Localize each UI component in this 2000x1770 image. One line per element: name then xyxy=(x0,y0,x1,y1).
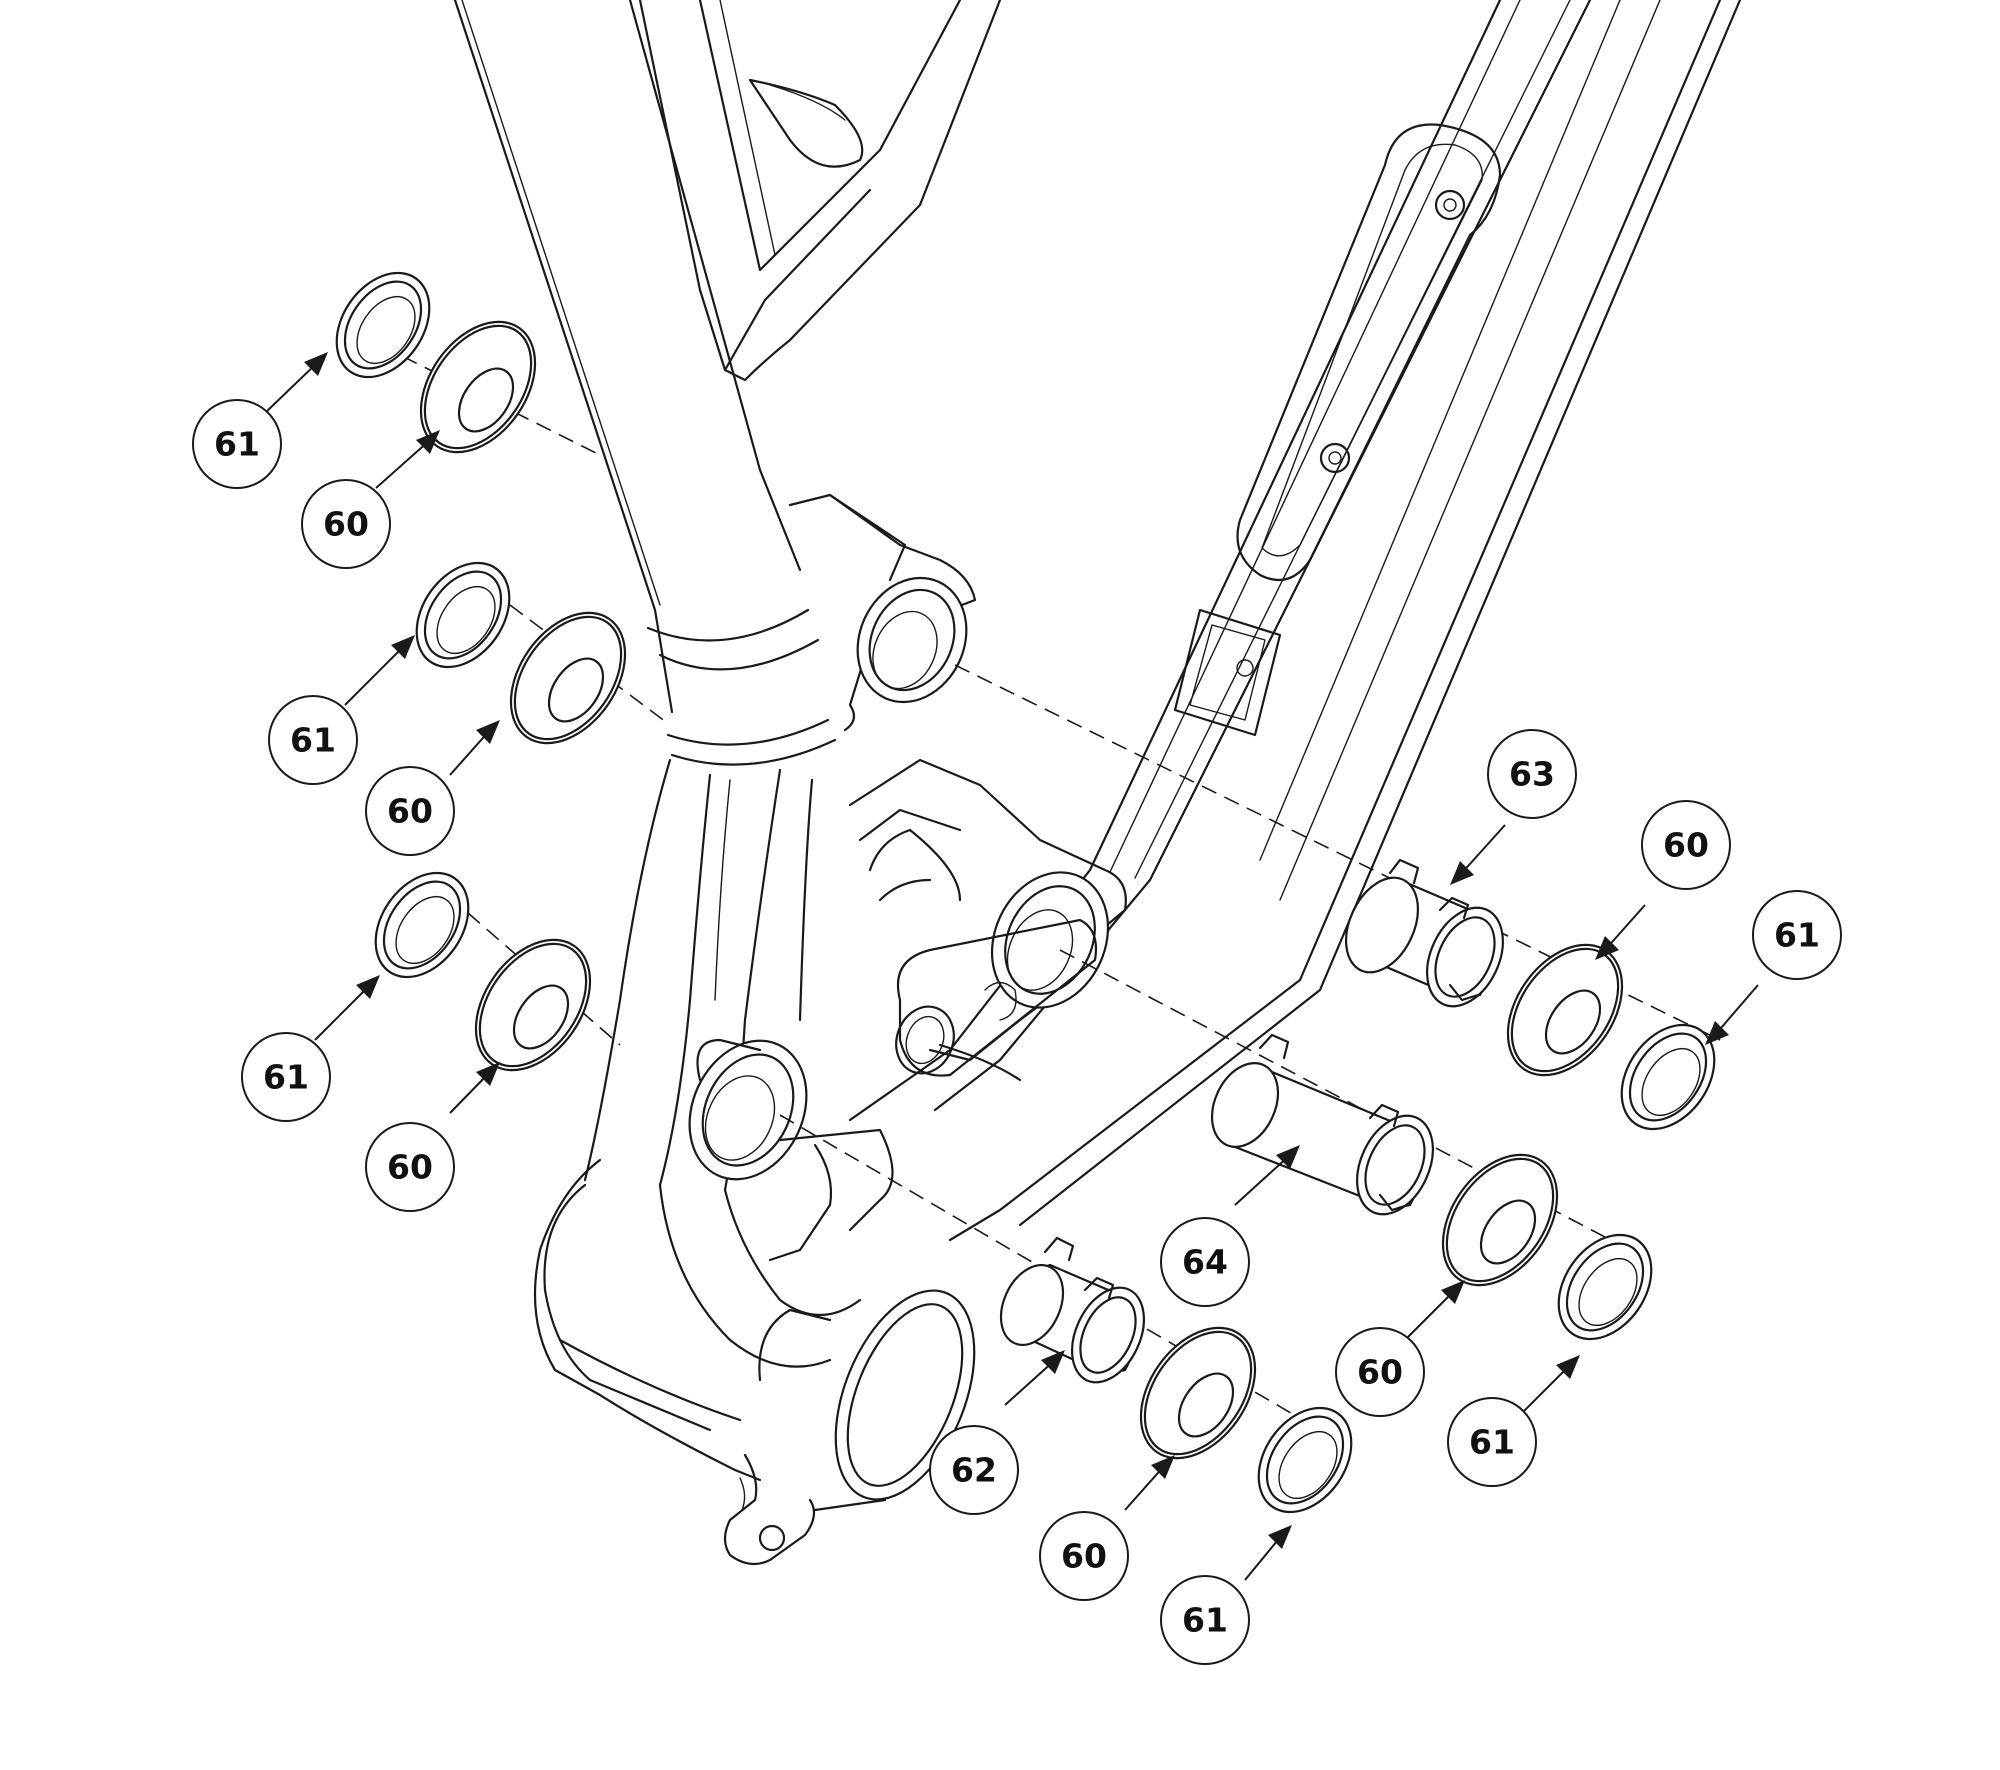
axle-64-part xyxy=(1210,1033,1434,1216)
svg-text:60: 60 xyxy=(1061,1537,1107,1576)
svg-text:61: 61 xyxy=(1469,1423,1515,1462)
svg-text:60: 60 xyxy=(1663,826,1709,865)
spacer-part xyxy=(1139,1326,1257,1460)
svg-text:64: 64 xyxy=(1182,1243,1228,1282)
svg-text:61: 61 xyxy=(1182,1601,1228,1640)
callout-60: 60 xyxy=(365,766,455,856)
seal-part xyxy=(374,871,470,979)
callout-60: 60 xyxy=(1641,800,1731,890)
callout-60: 60 xyxy=(1039,1511,1129,1601)
svg-text:60: 60 xyxy=(323,505,369,544)
frame-drawing xyxy=(453,0,1742,1566)
svg-text:60: 60 xyxy=(387,792,433,831)
svg-text:61: 61 xyxy=(290,721,336,760)
seal-part xyxy=(415,561,511,669)
seal-part xyxy=(1257,1406,1353,1514)
callout-61: 61 xyxy=(1160,1575,1250,1665)
seal-part xyxy=(335,271,431,379)
seal-part xyxy=(1557,1233,1653,1341)
svg-text:60: 60 xyxy=(1357,1353,1403,1392)
spacer-part xyxy=(1506,943,1624,1077)
svg-text:61: 61 xyxy=(263,1058,309,1097)
callout-61: 61 xyxy=(241,1032,331,1122)
parts xyxy=(335,271,1716,1514)
callout-63: 63 xyxy=(1487,729,1577,819)
seal-part xyxy=(1620,1023,1716,1131)
spacer-part xyxy=(474,938,592,1072)
svg-text:61: 61 xyxy=(214,425,260,464)
callouts: 61 60 61 60 61 60 63 60 xyxy=(192,399,1842,1665)
callout-64: 64 xyxy=(1160,1217,1250,1307)
spacer-part xyxy=(509,611,627,745)
axle-63-part xyxy=(1345,858,1504,1008)
callout-60: 60 xyxy=(365,1122,455,1212)
axle-62-part xyxy=(999,1236,1145,1384)
svg-text:60: 60 xyxy=(387,1148,433,1187)
callout-62: 62 xyxy=(929,1425,1019,1515)
callout-61: 61 xyxy=(268,695,358,785)
callout-60: 60 xyxy=(1335,1327,1425,1417)
callout-61: 61 xyxy=(1447,1397,1537,1487)
callout-61: 61 xyxy=(1752,890,1842,980)
svg-text:62: 62 xyxy=(951,1451,997,1490)
svg-text:61: 61 xyxy=(1774,916,1820,955)
callout-61: 61 xyxy=(192,399,282,489)
leader-lines xyxy=(265,352,1759,1581)
callout-60: 60 xyxy=(301,479,391,569)
svg-text:63: 63 xyxy=(1509,755,1555,794)
spacer-part xyxy=(1441,1153,1559,1287)
spacer-part xyxy=(419,320,537,454)
